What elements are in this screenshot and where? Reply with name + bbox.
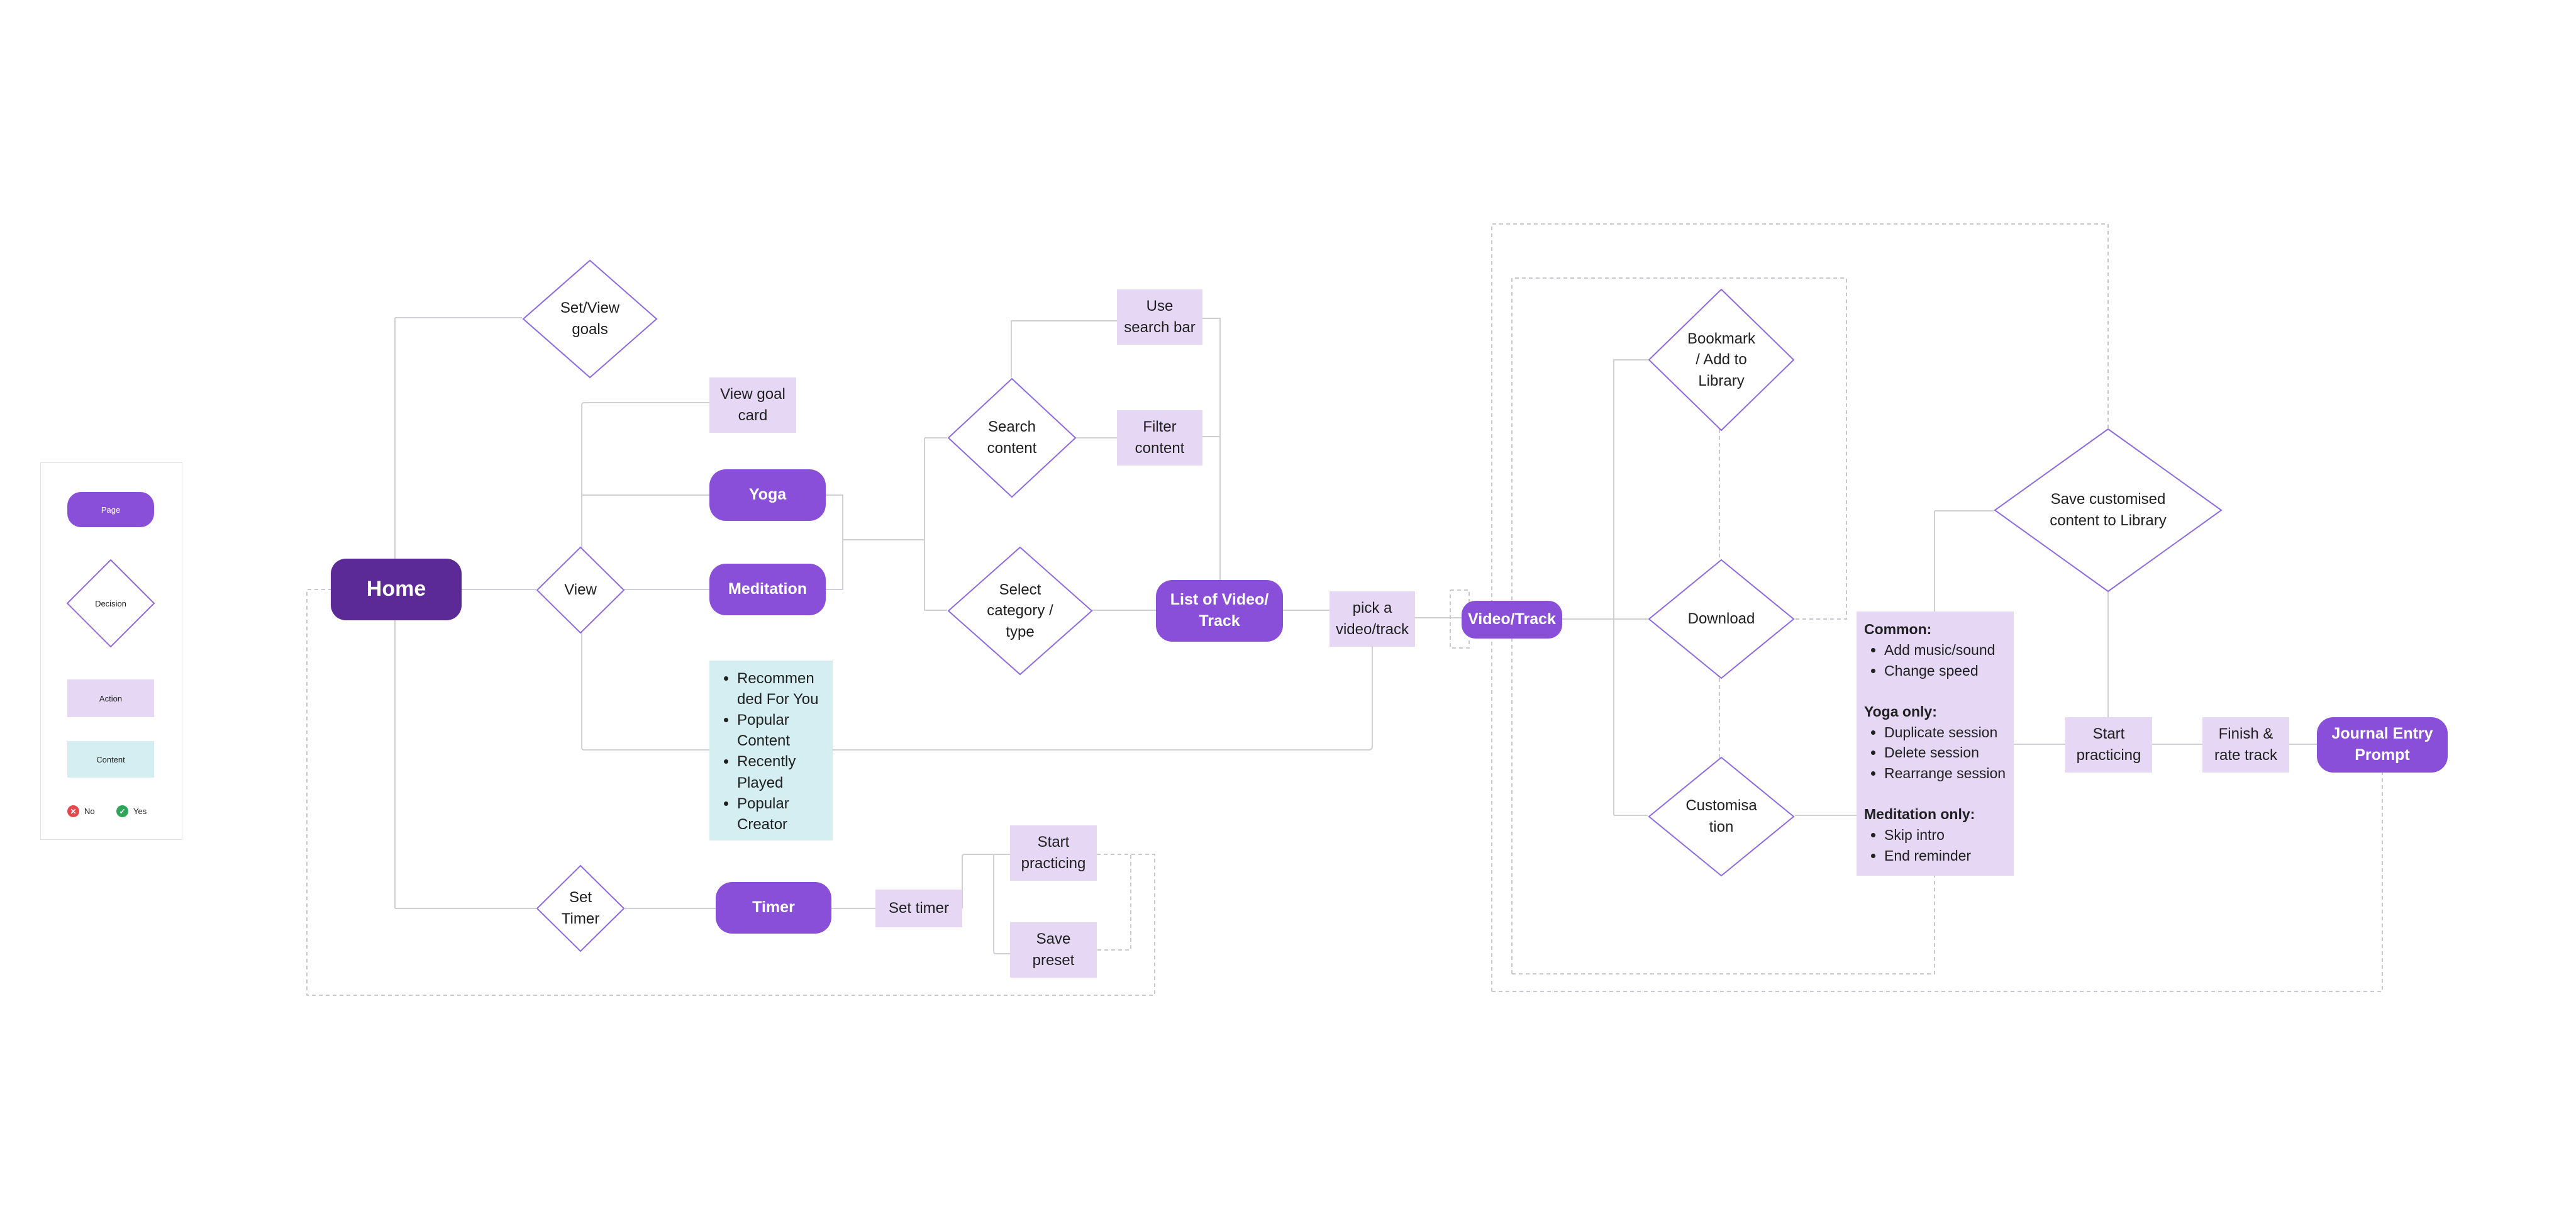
decision-goals[interactable]: Set/View goals bbox=[522, 259, 658, 379]
decision-save-customised-shape bbox=[1994, 428, 2223, 593]
decision-goals-shape bbox=[522, 259, 658, 379]
decision-set-timer-shape bbox=[536, 864, 625, 952]
x-circle-icon: ✕ bbox=[67, 805, 79, 817]
legend-page: Page bbox=[67, 492, 154, 527]
action-set-timer[interactable]: Set timer bbox=[875, 890, 962, 927]
check-circle-icon: ✓ bbox=[116, 805, 128, 817]
video-track-page[interactable]: Video/Track bbox=[1462, 601, 1562, 639]
content-items: Recommen ded For YouPopular ContentRecen… bbox=[709, 668, 833, 835]
dashed-connector bbox=[1511, 277, 1847, 974]
decision-customisation[interactable]: Customisa tion bbox=[1648, 756, 1795, 877]
action-save-preset[interactable]: Save preset bbox=[1010, 922, 1097, 978]
action-view-goal-card[interactable]: View goal card bbox=[709, 377, 796, 433]
decision-save-customised-label: Save customised content to Library bbox=[2050, 491, 2167, 529]
legend-no: ✕ No bbox=[67, 805, 95, 817]
connector bbox=[1201, 318, 1221, 580]
legend-yes-label: Yes bbox=[133, 807, 147, 816]
legend-no-label: No bbox=[84, 807, 95, 816]
content-list-item: Popular Creator bbox=[737, 793, 833, 835]
meditation-heading: Meditation only: bbox=[1864, 806, 1975, 823]
decision-save-customised[interactable]: Save customised content to Library bbox=[1994, 428, 2223, 593]
action-start-practicing[interactable]: Start practicing bbox=[2065, 717, 2152, 773]
meditation-option: Skip intro bbox=[1884, 825, 2006, 846]
common-heading: Common: bbox=[1864, 621, 1932, 637]
connector bbox=[924, 438, 947, 611]
yoga-options: Duplicate sessionDelete sessionRearrange… bbox=[1864, 722, 2006, 784]
decision-goals-label: Set/View goals bbox=[560, 299, 620, 338]
decision-customisation-label: Customisa tion bbox=[1685, 797, 1757, 835]
legend-decision-shape bbox=[66, 559, 155, 648]
decision-bookmark-label: Bookmark / Add to Library bbox=[1687, 330, 1756, 389]
dashed-connector bbox=[1512, 876, 1935, 974]
decision-view[interactable]: View bbox=[536, 546, 625, 634]
decision-download[interactable]: Download bbox=[1648, 559, 1795, 679]
legend: Page Decision Action Content ✕ No ✓ Yes bbox=[40, 462, 182, 840]
decision-select-shape bbox=[947, 546, 1093, 676]
meditation-options: Skip introEnd reminder bbox=[1864, 825, 2006, 866]
dashed-connector bbox=[1450, 589, 1470, 649]
yoga-option: Duplicate session bbox=[1884, 722, 2006, 743]
legend-decision-label: Decision bbox=[95, 598, 126, 608]
connector bbox=[993, 854, 1010, 954]
decision-view-label: View bbox=[564, 581, 597, 599]
customisation-options: Common: Add music/soundChange speed Yoga… bbox=[1857, 611, 2014, 876]
common-options: Add music/soundChange speed bbox=[1864, 640, 2006, 681]
decision-search-label: Search content bbox=[987, 418, 1037, 457]
home-page[interactable]: Home bbox=[331, 559, 462, 620]
connector bbox=[962, 854, 1010, 908]
dashed-connector bbox=[306, 589, 1155, 996]
decision-view-shape bbox=[536, 546, 625, 634]
content-list: Recommen ded For YouPopular ContentRecen… bbox=[709, 661, 833, 840]
dashed-connector bbox=[1097, 854, 1131, 951]
legend-action: Action bbox=[67, 679, 154, 717]
action-use-search-bar[interactable]: Use search bar bbox=[1117, 289, 1202, 345]
yoga-option: Rearrange session bbox=[1884, 763, 2006, 784]
yoga-page[interactable]: Yoga bbox=[709, 469, 826, 521]
decision-download-label: Download bbox=[1687, 610, 1755, 628]
action-start-practicing-timer[interactable]: Start practicing bbox=[1010, 825, 1097, 881]
decision-search-shape bbox=[947, 377, 1077, 498]
connector bbox=[581, 632, 1373, 751]
dashed-connector bbox=[1491, 223, 2109, 991]
decision-set-timer-label: Set Timer bbox=[561, 889, 600, 927]
connector bbox=[581, 402, 709, 548]
legend-content: Content bbox=[67, 741, 154, 778]
legend-yes: ✓ Yes bbox=[116, 805, 147, 817]
meditation-option: End reminder bbox=[1884, 846, 2006, 866]
legend-decision: Decision bbox=[66, 559, 155, 648]
decision-select[interactable]: Select category / type bbox=[947, 546, 1093, 676]
meditation-page[interactable]: Meditation bbox=[709, 564, 826, 615]
decision-select-label: Select category / type bbox=[987, 581, 1053, 640]
content-list-item: Popular Content bbox=[737, 710, 833, 751]
action-finish-rate[interactable]: Finish & rate track bbox=[2202, 717, 2289, 773]
connector bbox=[1011, 320, 1117, 377]
decision-bookmark-shape bbox=[1648, 288, 1795, 432]
decision-bookmark[interactable]: Bookmark / Add to Library bbox=[1648, 288, 1795, 432]
decision-set-timer[interactable]: Set Timer bbox=[536, 864, 625, 952]
connector bbox=[1613, 359, 1648, 815]
common-option: Add music/sound bbox=[1884, 640, 2006, 661]
content-list-item: Recommen ded For You bbox=[737, 668, 833, 710]
timer-page[interactable]: Timer bbox=[716, 882, 831, 934]
connector bbox=[826, 494, 843, 590]
list-page[interactable]: List of Video/ Track bbox=[1156, 580, 1283, 642]
decision-search[interactable]: Search content bbox=[947, 377, 1077, 498]
yoga-heading: Yoga only: bbox=[1864, 703, 1937, 720]
decision-customisation-shape bbox=[1648, 756, 1795, 877]
action-pick-video[interactable]: pick a video/track bbox=[1330, 591, 1415, 647]
content-list-item: Recently Played bbox=[737, 751, 833, 793]
journal-entry-page[interactable]: Journal Entry Prompt bbox=[2317, 717, 2448, 773]
decision-download-shape bbox=[1648, 559, 1795, 679]
common-option: Change speed bbox=[1884, 661, 2006, 681]
connector bbox=[581, 494, 709, 548]
yoga-option: Delete session bbox=[1884, 742, 2006, 763]
action-filter-content[interactable]: Filter content bbox=[1117, 410, 1202, 466]
